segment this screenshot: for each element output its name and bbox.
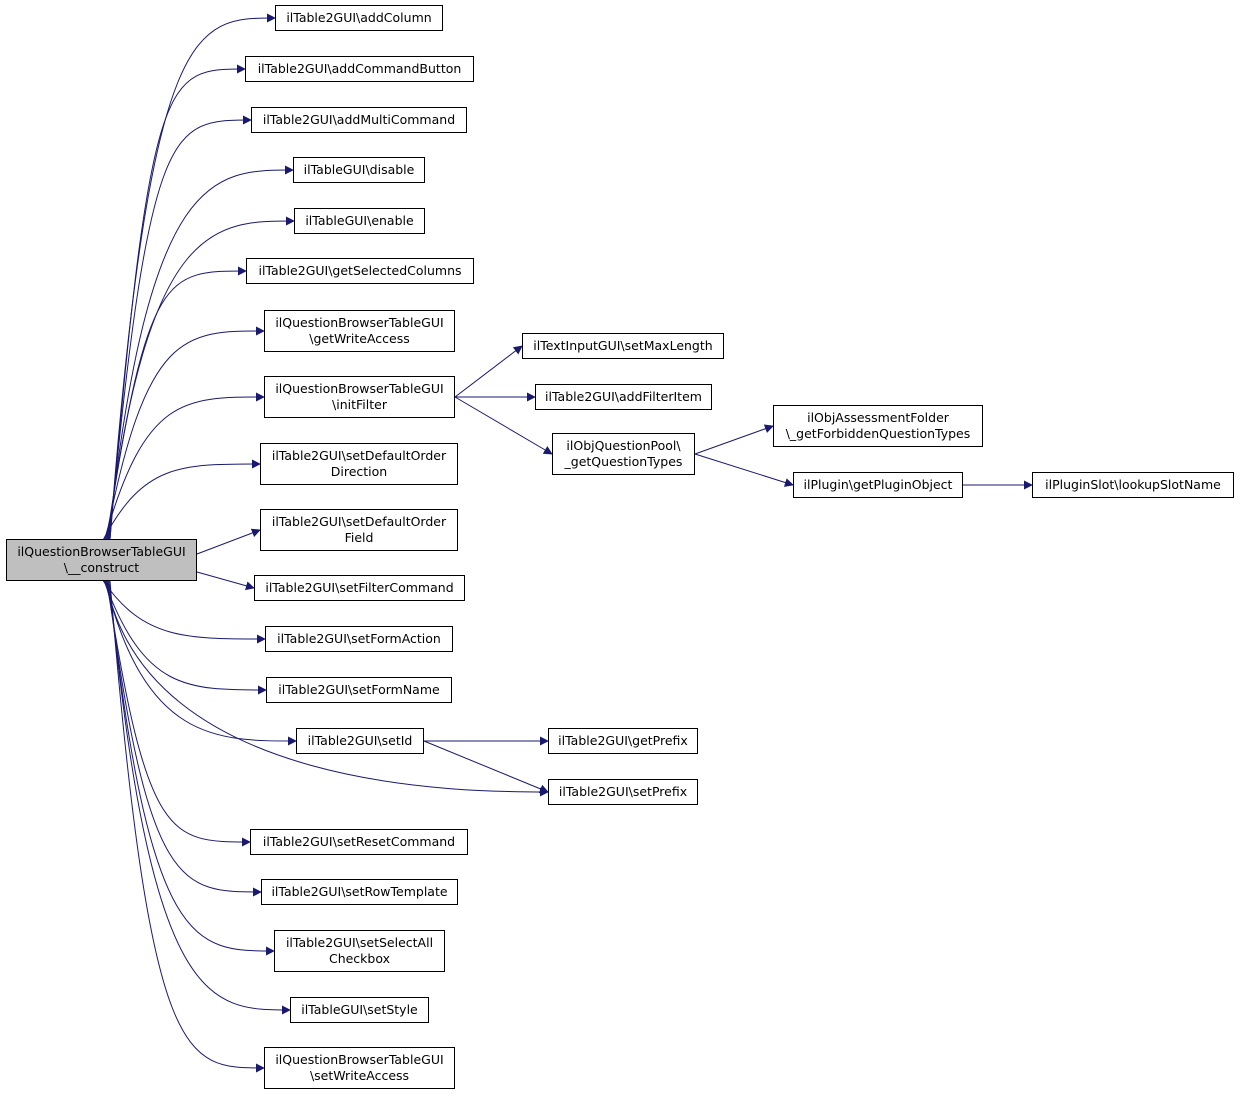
edge-initFilter-setMaxLength — [454, 345, 523, 398]
node-label: ilTable2GUI\setResetCommand — [262, 834, 456, 849]
node-setFormAction[interactable]: ilTable2GUI\setFormAction — [265, 626, 453, 652]
edge-setId-setPrefix — [423, 740, 549, 794]
edge-root-getWriteAccess — [105, 326, 265, 540]
node-label: ilTable2GUI\setRowTemplate — [271, 884, 448, 899]
node-label: ilPlugin\getPluginObject — [803, 477, 953, 492]
node-lookupSlotName[interactable]: ilPluginSlot\lookupSlotName — [1032, 472, 1234, 498]
edge-root-getSelectedColumns — [106, 266, 247, 540]
edge-root-setSelectAllCheckbox — [108, 580, 275, 956]
node-setStyle[interactable]: ilTableGUI\setStyle — [290, 997, 429, 1023]
node-label: ilTableGUI\setStyle — [301, 1002, 418, 1017]
node-getPrefix[interactable]: ilTable2GUI\getPrefix — [548, 728, 698, 754]
node-label: ilTable2GUI\setDefaultOrder — [271, 448, 447, 463]
node-label: \initFilter — [332, 397, 387, 412]
node-label: ilTable2GUI\setFilterCommand — [265, 580, 454, 595]
edge-root-setPrefix — [105, 580, 549, 797]
node-label: ilTable2GUI\setId — [307, 733, 413, 748]
edge-root-setFormName — [103, 580, 267, 695]
node-label: ilTableGUI\enable — [305, 213, 414, 228]
edge-root-setFormAction — [102, 580, 266, 644]
node-label: ilTable2GUI\addCommandButton — [257, 61, 462, 76]
node-setRowTemplate[interactable]: ilTable2GUI\setRowTemplate — [261, 879, 458, 905]
node-label: ilPluginSlot\lookupSlotName — [1045, 477, 1221, 492]
edge-root-setDefaultOrderField — [196, 528, 261, 555]
node-setId[interactable]: ilTable2GUI\setId — [296, 728, 424, 754]
node-setFilterCommand[interactable]: ilTable2GUI\setFilterCommand — [254, 575, 465, 601]
node-label: ilTableGUI\disable — [303, 162, 415, 177]
node-label: \setWriteAccess — [309, 1068, 410, 1083]
edge-root-setDefaultOrderDirection — [103, 459, 261, 540]
node-getSelectedColumns[interactable]: ilTable2GUI\getSelectedColumns — [246, 258, 474, 284]
node-label: ilTextInputGUI\setMaxLength — [533, 338, 713, 353]
node-label: \_getForbiddenQuestionTypes — [785, 426, 971, 441]
node-label: ilTable2GUI\setFormAction — [277, 631, 441, 646]
node-label: ilTable2GUI\addColumn — [286, 10, 432, 25]
edge-root-addMultiCommand — [108, 115, 252, 540]
node-label: ilQuestionBrowserTableGUI — [275, 381, 444, 396]
edge-root-initFilter — [104, 392, 265, 540]
edge-initFilter-getQuestionTypes — [454, 396, 553, 455]
edge-getQuestionTypes-getPluginObject — [694, 453, 794, 487]
node-label: ilObjAssessmentFolder — [807, 410, 949, 425]
node-addMultiCommand[interactable]: ilTable2GUI\addMultiCommand — [251, 107, 467, 133]
node-root[interactable]: ilQuestionBrowserTableGUI\__construct — [6, 539, 197, 581]
node-setResetCommand[interactable]: ilTable2GUI\setResetCommand — [250, 829, 468, 855]
node-label: ilTable2GUI\setFormName — [278, 682, 440, 697]
node-disable[interactable]: ilTableGUI\disable — [293, 157, 425, 183]
node-setPrefix[interactable]: ilTable2GUI\setPrefix — [548, 779, 698, 805]
node-label: ilQuestionBrowserTableGUI — [275, 315, 444, 330]
node-addFilterItem[interactable]: ilTable2GUI\addFilterItem — [535, 384, 712, 410]
node-getWriteAccess[interactable]: ilQuestionBrowserTableGUI\getWriteAccess — [264, 310, 455, 352]
node-label: _getQuestionTypes — [564, 454, 683, 469]
node-addCommandButton[interactable]: ilTable2GUI\addCommandButton — [245, 56, 474, 82]
node-label: ilTable2GUI\getPrefix — [558, 733, 688, 748]
edge-root-setFilterCommand — [196, 571, 255, 591]
node-label: \getWriteAccess — [309, 331, 410, 346]
node-label: ilObjQuestionPool\ — [566, 438, 681, 453]
node-initFilter[interactable]: ilQuestionBrowserTableGUI\initFilter — [264, 376, 455, 418]
node-getPluginObject[interactable]: ilPlugin\getPluginObject — [793, 472, 963, 498]
edge-getQuestionTypes-getForbiddenQuestionTypes — [694, 424, 774, 455]
node-label: ilTable2GUI\setSelectAll — [285, 935, 434, 950]
node-setFormName[interactable]: ilTable2GUI\setFormName — [266, 677, 452, 703]
node-getQuestionTypes[interactable]: ilObjQuestionPool\_getQuestionTypes — [552, 433, 695, 475]
node-getForbiddenQuestionTypes[interactable]: ilObjAssessmentFolder\_getForbiddenQuest… — [773, 405, 983, 447]
edge-root-setResetCommand — [106, 580, 251, 847]
edge-root-setId — [104, 580, 297, 746]
node-label: Checkbox — [328, 951, 391, 966]
edge-root-disable — [108, 165, 294, 540]
node-label: ilTable2GUI\setDefaultOrder — [271, 514, 447, 529]
node-setMaxLength[interactable]: ilTextInputGUI\setMaxLength — [522, 333, 724, 359]
node-enable[interactable]: ilTableGUI\enable — [294, 208, 425, 234]
edge-root-setStyle — [109, 580, 291, 1015]
edge-root-addCommandButton — [109, 64, 246, 540]
node-label: \__construct — [63, 560, 140, 575]
node-label: ilTable2GUI\getSelectedColumns — [258, 263, 462, 278]
edge-root-setWriteAccess — [109, 580, 265, 1073]
node-label: ilQuestionBrowserTableGUI — [17, 544, 186, 559]
node-addColumn[interactable]: ilTable2GUI\addColumn — [275, 5, 443, 31]
node-label: ilTable2GUI\setPrefix — [558, 784, 688, 799]
node-label: ilTable2GUI\addFilterItem — [545, 389, 702, 404]
node-label: Field — [344, 530, 374, 545]
node-label: Direction — [330, 464, 388, 479]
node-label: ilTable2GUI\addMultiCommand — [262, 112, 456, 127]
node-setWriteAccess[interactable]: ilQuestionBrowserTableGUI\setWriteAccess — [264, 1047, 455, 1089]
edge-root-setRowTemplate — [107, 580, 262, 897]
node-label: ilQuestionBrowserTableGUI — [275, 1052, 444, 1067]
